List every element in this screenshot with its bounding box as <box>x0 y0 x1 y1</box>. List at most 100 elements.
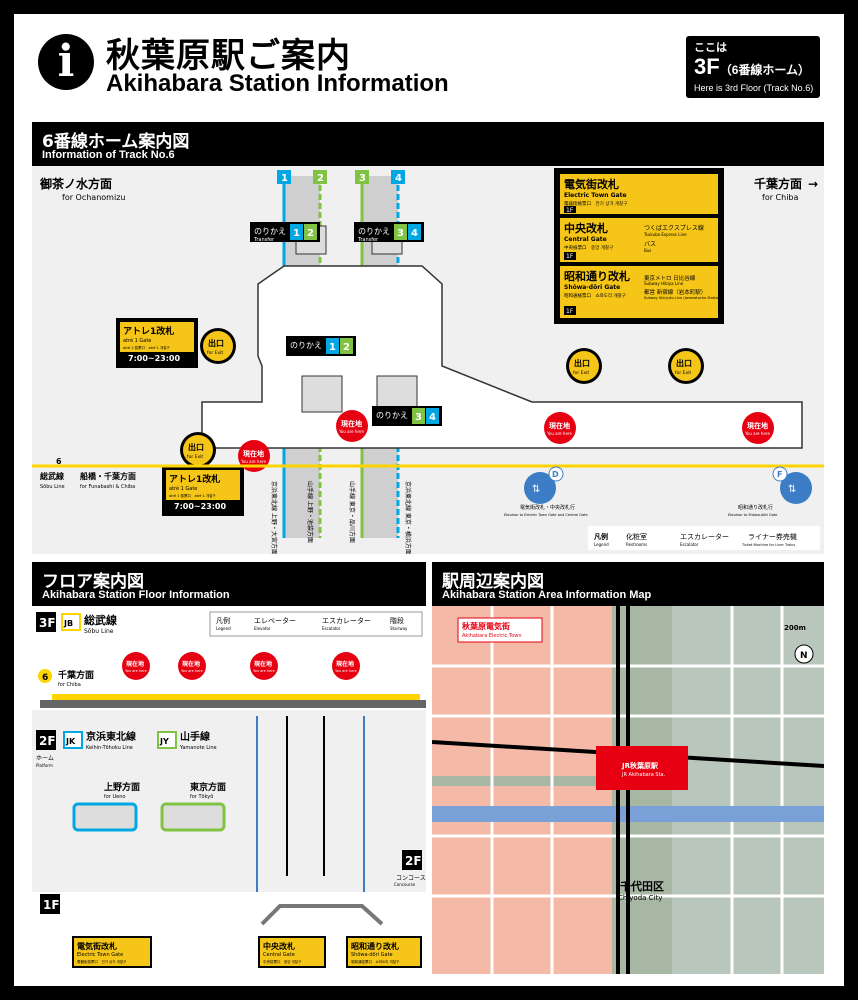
svg-text:for Chiba: for Chiba <box>58 682 81 688</box>
svg-text:電器街檢票口 전기 상가 개찰구: 電器街檢票口 전기 상가 개찰구 <box>564 200 627 207</box>
svg-text:Subway Hibiya Line: Subway Hibiya Line <box>644 281 684 286</box>
floor-map-section: フロア案内図 Akihabara Station Floor Informati… <box>32 562 426 974</box>
svg-text:京浜東北線: 京浜東北線 <box>86 730 136 743</box>
svg-text:昭和通檢票口 쇼와도리 개찰구: 昭和通檢票口 쇼와도리 개찰구 <box>564 292 626 299</box>
svg-text:エスカレーター: エスカレーター <box>680 532 729 541</box>
svg-text:7:00~23:00: 7:00~23:00 <box>174 502 227 511</box>
svg-text:for Exit: for Exit <box>187 454 203 460</box>
information-icon: i <box>38 34 94 90</box>
svg-text:都営 新宿線（岩本町駅）: 都営 新宿線（岩本町駅） <box>644 288 706 296</box>
here-floor: 3F（6番線ホーム） <box>694 54 811 79</box>
here-label: ここは <box>694 41 727 54</box>
svg-text:中央改札: 中央改札 <box>263 941 295 951</box>
track-map-diagram: 御茶ノ水方面 for Ochanomizu 千葉方面 for Chiba ← →… <box>32 168 824 554</box>
svg-text:2: 2 <box>307 228 314 239</box>
transfer-badge-3-4-lower: のりかえ 3 4 <box>372 406 442 426</box>
svg-text:中央檢票口 중앙 개찰구: 中央檢票口 중앙 개찰구 <box>263 959 302 964</box>
svg-text:7:00~23:00: 7:00~23:00 <box>128 354 181 363</box>
svg-text:atré 1 檢票口 atré 1 개찰구: atré 1 檢票口 atré 1 개찰구 <box>123 345 170 350</box>
svg-text:6: 6 <box>56 457 62 466</box>
svg-text:出口: 出口 <box>208 338 224 348</box>
svg-text:Transfer: Transfer <box>357 237 379 243</box>
svg-text:凡例: 凡例 <box>594 532 608 541</box>
area-map: JR秋葉原駅 JR Akihabara Sta. 秋葉原電気街 Akihabar… <box>432 606 824 974</box>
svg-text:凡例: 凡例 <box>216 616 230 625</box>
page-header: i 秋葉原駅ご案内 Akihabara Station Information … <box>14 14 844 104</box>
svg-text:Escalator: Escalator <box>322 626 341 631</box>
svg-text:3F: 3F <box>39 616 56 630</box>
svg-text:You are here: You are here <box>338 429 364 434</box>
svg-text:Legend: Legend <box>216 626 231 631</box>
svg-text:←: ← <box>40 177 50 191</box>
svg-text:Sōbu Line: Sōbu Line <box>40 484 65 490</box>
svg-text:for Funabashi & Chiba: for Funabashi & Chiba <box>80 484 135 490</box>
svg-text:JR秋葉原駅: JR秋葉原駅 <box>621 761 659 770</box>
svg-text:atré 1 檢票口 atré 1 개찰구: atré 1 檢票口 atré 1 개찰구 <box>169 493 216 498</box>
transfer-badge-1-2-lower: のりかえ 1 2 <box>286 336 356 356</box>
svg-text:Tsukuba Express Line: Tsukuba Express Line <box>643 232 687 237</box>
svg-text:ライナー券売機: ライナー券売機 <box>748 532 797 541</box>
svg-text:1: 1 <box>329 342 336 353</box>
svg-text:for Tōkyō: for Tōkyō <box>190 794 213 800</box>
station-info-board: i 秋葉原駅ご案内 Akihabara Station Information … <box>14 14 844 986</box>
svg-text:現在地: 現在地 <box>747 421 768 430</box>
floor-legend: 凡例 Legend エレベーター Elevator エスカレーター Escala… <box>209 611 423 637</box>
floor-map-header: フロア案内図 Akihabara Station Floor Informati… <box>32 562 426 606</box>
svg-text:1: 1 <box>281 173 288 184</box>
svg-text:Electric Town Gate: Electric Town Gate <box>77 952 123 958</box>
svg-text:Central Gate: Central Gate <box>263 952 295 958</box>
svg-text:Escalator: Escalator <box>680 542 699 547</box>
svg-text:JB: JB <box>63 619 73 628</box>
svg-text:You are here: You are here <box>546 431 572 436</box>
svg-text:Ticket Machine for Liner Train: Ticket Machine for Liner Trains <box>741 543 795 547</box>
svg-text:⇅: ⇅ <box>532 484 540 495</box>
svg-text:化粧室: 化粧室 <box>626 532 647 541</box>
svg-text:のりかえ: のりかえ <box>254 227 286 236</box>
svg-text:現在地: 現在地 <box>336 660 354 668</box>
area-map-header: 駅周辺案内図 Akihabara Station Area Informatio… <box>432 562 824 606</box>
svg-text:電気街改札・中央改札行: 電気街改札・中央改札行 <box>520 504 575 511</box>
svg-text:山手線 上野・池袋方面: 山手線 上野・池袋方面 <box>306 481 314 543</box>
svg-text:3: 3 <box>397 228 404 239</box>
svg-text:昭和通り改札: 昭和通り改札 <box>351 941 399 951</box>
svg-text:Sōbu Line: Sōbu Line <box>84 628 114 635</box>
svg-text:のりかえ: のりかえ <box>376 411 408 420</box>
svg-text:atré 1 Gate: atré 1 Gate <box>169 485 197 492</box>
dir-left-label: 御茶ノ水方面 <box>39 176 112 191</box>
svg-text:3: 3 <box>415 412 422 423</box>
svg-text:JR Akihabara Sta.: JR Akihabara Sta. <box>621 772 666 778</box>
svg-text:つくばエクスプレス線: つくばエクスプレス線 <box>644 224 704 232</box>
svg-text:Elevator to Shōwa-dōri Gate: Elevator to Shōwa-dōri Gate <box>728 513 777 517</box>
svg-text:現在地: 現在地 <box>126 660 144 668</box>
svg-text:エレベーター: エレベーター <box>254 616 296 625</box>
gate-info-panel: 電気街改札 Electric Town Gate 電器街檢票口 전기 상가 개찰… <box>554 168 724 324</box>
page-title: 秋葉原駅ご案内 <box>106 36 351 76</box>
svg-text:Shōwa-dōri Gate: Shōwa-dōri Gate <box>351 952 393 958</box>
svg-text:Electric Town Gate: Electric Town Gate <box>564 192 627 199</box>
svg-text:Restrooms: Restrooms <box>626 542 647 547</box>
svg-text:山手線: 山手線 <box>180 730 210 743</box>
svg-text:You are here: You are here <box>240 459 266 464</box>
svg-text:船橋・千葉方面: 船橋・千葉方面 <box>80 471 136 481</box>
track-map-legend: 凡例 Legend 化粧室 Restrooms エスカレーター Escalato… <box>588 526 820 550</box>
svg-text:3: 3 <box>359 173 366 184</box>
svg-text:1F: 1F <box>566 207 574 214</box>
here-english: Here is 3rd Floor (Track No.6) <box>694 83 814 93</box>
svg-text:2: 2 <box>343 342 350 353</box>
svg-text:1F: 1F <box>566 308 574 315</box>
svg-text:現在地: 現在地 <box>182 660 200 668</box>
svg-text:2F: 2F <box>39 734 56 748</box>
svg-text:You are here: You are here <box>253 669 275 673</box>
svg-text:⇅: ⇅ <box>788 484 796 495</box>
svg-text:秋葉原電気街: 秋葉原電気街 <box>461 621 510 631</box>
svg-text:Legend: Legend <box>594 542 609 547</box>
svg-text:Elevator to Electric Town Gate: Elevator to Electric Town Gate and Centr… <box>504 513 588 517</box>
svg-text:上野方面: 上野方面 <box>104 781 140 793</box>
svg-text:You are here: You are here <box>744 431 770 436</box>
svg-text:Platform: Platform <box>36 763 53 768</box>
